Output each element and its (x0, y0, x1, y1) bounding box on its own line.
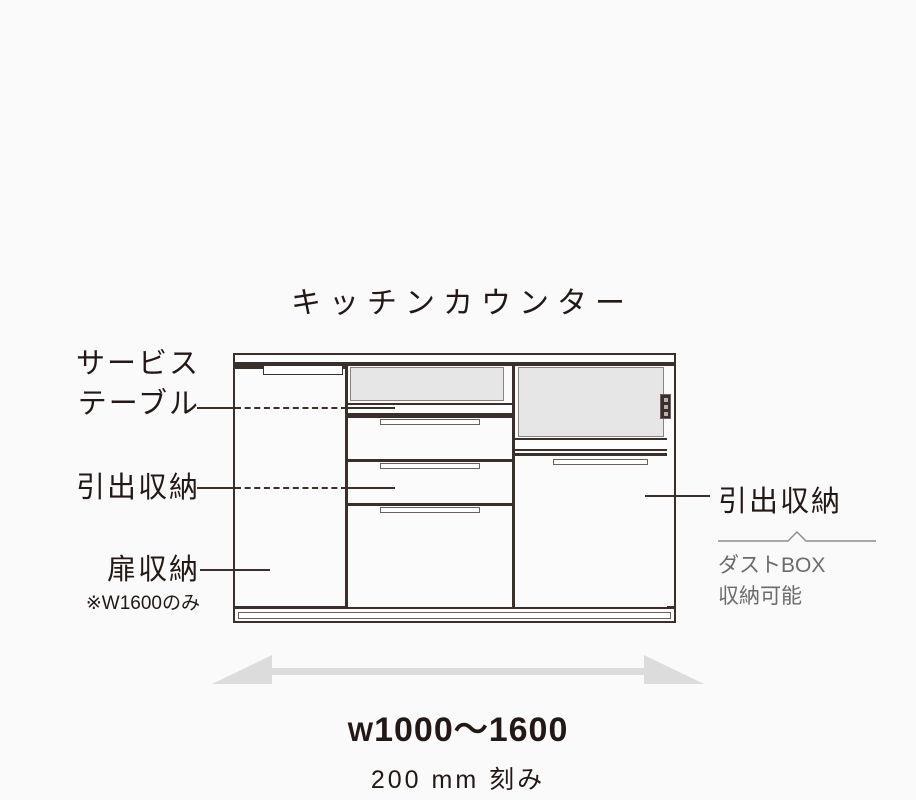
dimension-width-text: W1000～1600 (0, 702, 916, 751)
label-door-storage-note: ※W1600のみ (85, 593, 200, 614)
leader-service-table-solid-left (197, 407, 235, 409)
service-table-panel-right (518, 367, 664, 437)
drawer-right-1 (515, 453, 667, 608)
brace-connector (718, 531, 876, 542)
middle-rail-strip (348, 403, 512, 415)
door-handle-notch (263, 366, 343, 375)
dimension-width-range: 1000～1600 (374, 711, 569, 749)
drawer-handle-right-1 (553, 459, 648, 465)
label-dust-box-line2: 収納可能 (718, 585, 802, 608)
vertical-divider-right (512, 364, 515, 608)
page-title: キッチンカウンター (291, 287, 633, 320)
leader-drawer-left-solid-right (347, 487, 395, 489)
label-service-table-line1: サービス (75, 348, 200, 380)
countertop (233, 353, 676, 364)
leader-drawer-left-dashed (235, 487, 347, 489)
dimension-width-prefix: W (347, 717, 375, 747)
label-drawer-right: 引出収納 (718, 486, 843, 518)
leader-service-table-dashed (235, 407, 347, 409)
vertical-divider-left (345, 364, 348, 608)
cabinet-plinth-inner (238, 612, 671, 619)
label-dust-box-line1: ダストBOX (718, 554, 826, 577)
door-storage-panel (235, 366, 345, 606)
drawer-middle-3 (348, 503, 512, 608)
leader-door-storage (200, 569, 270, 571)
label-dust-box: ダストBOX 収納可能 (718, 550, 825, 612)
service-table-panel-middle (350, 367, 504, 401)
label-service-table-line2: テーブル (77, 388, 200, 420)
power-outlet-icon (660, 394, 671, 419)
width-dimension-arrow (212, 655, 704, 684)
leader-service-table-solid-right (347, 407, 395, 409)
dimension-increment-text: 200 mm 刻み (370, 766, 546, 794)
label-service-table: サービス テーブル (0, 344, 200, 424)
leader-drawer-right (645, 495, 710, 497)
label-door-storage: 扉収納 (106, 554, 200, 586)
kitchen-counter-illustration (233, 353, 680, 623)
label-drawer-left: 引出収納 (75, 472, 200, 504)
drawer-handle-middle-3 (380, 507, 480, 513)
drawer-handle-middle-2 (380, 463, 480, 469)
leader-drawer-left-solid-left (197, 487, 235, 489)
right-rail-strip (515, 438, 667, 451)
drawer-handle-middle-1 (380, 419, 480, 425)
